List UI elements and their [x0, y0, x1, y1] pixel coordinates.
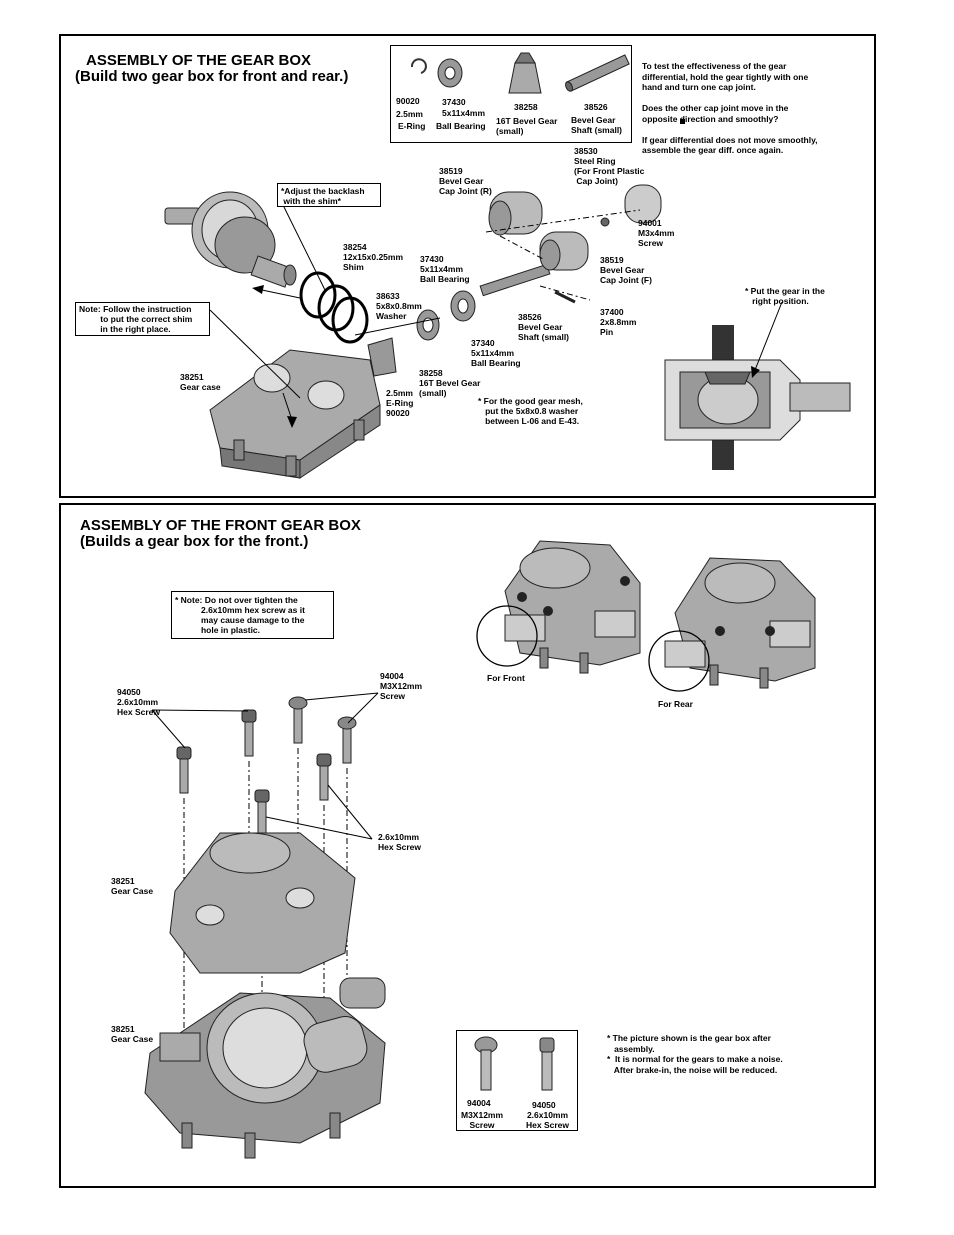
for-front-view: [476, 540, 641, 674]
shim-label: 38254 12x15x0.25mm Shim: [343, 242, 404, 272]
part-code-94050: 94050: [532, 1100, 556, 1110]
part-name-38526: Bevel Gear Shaft (small): [571, 115, 623, 135]
part-name-94050: 2.6x10mm Hex Screw: [526, 1110, 569, 1130]
overtighten-note: * Note: Do not over tighten the 2.6x10mm…: [171, 591, 334, 639]
front-gearbox-diagram: [144, 540, 816, 1159]
front-gearbox-title: ASSEMBLY OF THE FRONT GEAR BOX: [80, 517, 361, 534]
cap-joint-f: [539, 231, 589, 271]
part-name-94004: M3X12mm Screw: [461, 1110, 504, 1130]
cap-joint-r: [488, 191, 543, 236]
backlash-note: *Adjust the backlash with the shim*: [277, 183, 381, 207]
part-code-38526: 38526: [584, 102, 608, 112]
gearbox-parts-box: [390, 45, 632, 143]
part-code-37430: 37430: [442, 97, 466, 107]
front-parts-illustrations: [474, 1036, 555, 1091]
part-code-94004: 94004: [467, 1098, 491, 1108]
pin-label: 37400 2x8.8mm Pin: [600, 307, 637, 337]
for-rear-label: For Rear: [658, 699, 693, 709]
put-gear-note: * Put the gear in the right position.: [745, 286, 825, 306]
gear-mesh-note: * For the good gear mesh, put the 5x8x0.…: [478, 396, 583, 426]
part-name-37430: Ball Bearing: [436, 121, 486, 131]
differential-assembly: [164, 191, 297, 288]
bevel-gear-label: 38258 16T Bevel Gear (small): [419, 368, 481, 398]
assembled-inset-view: [664, 301, 851, 470]
gear-case-label: 38251 Gear case: [180, 372, 221, 392]
steel-ring-label: 38530 Steel Ring (For Front Plastic Cap …: [574, 146, 645, 186]
gear-case-bottom-label: 38251 Gear Case: [111, 1024, 154, 1044]
cap-joint-r-label: 38519 Bevel Gear Cap Joint (R): [439, 166, 492, 196]
gear-case-38251: [209, 349, 381, 479]
gearbox-exploded-diagram: [164, 184, 851, 479]
gear-case-top: [169, 832, 356, 974]
for-rear-view: [648, 557, 816, 692]
front-gearbox-subtitle: (Builds a gear box for the front.): [80, 533, 309, 550]
gear-diff-test-note: To test the effectiveness of the gear di…: [642, 61, 818, 155]
gear-case-top-label: 38251 Gear Case: [111, 876, 154, 896]
bullet-mark: [680, 119, 685, 124]
gearbox-panel: [59, 34, 876, 498]
bearing-37340-label: 37340 5x11x4mm Ball Bearing: [471, 338, 521, 368]
after-assembly-note: * The picture shown is the gear box afte…: [607, 1033, 783, 1075]
part-name-90020: E-Ring: [398, 121, 426, 131]
screw-94001-label: 94001 M3x4mm Screw: [638, 218, 675, 248]
front-gearbox-panel: [59, 503, 876, 1188]
part-size-37430: 5x11x4mm: [442, 108, 486, 118]
hex-screw-label-2: 2.6x10mm Hex Screw: [378, 832, 421, 852]
screw-94004-label: 94004 M3X12mm Screw: [380, 671, 423, 701]
hex-screw-94050-label: 94050 2.6x10mm Hex Screw: [117, 687, 160, 717]
gearbox-subtitle: (Build two gear box for front and rear.): [75, 68, 349, 85]
parts-box-illustrations: [410, 52, 630, 94]
bearing-37430-label: 37430 5x11x4mm Ball Bearing: [420, 254, 470, 284]
part-name-38258: 16T Bevel Gear (small): [496, 116, 558, 136]
shaft-small-label: 38526 Bevel Gear Shaft (small): [518, 312, 570, 342]
gearbox-title: ASSEMBLY OF THE GEAR BOX: [86, 52, 312, 69]
gear-case-bottom: [144, 977, 386, 1159]
part-size-90020: 2.5mm: [396, 109, 423, 119]
screws: [176, 696, 357, 837]
part-code-90020: 90020: [396, 96, 420, 106]
for-front-label: For Front: [487, 673, 525, 683]
part-code-38258: 38258: [514, 102, 538, 112]
ering-label: 2.5mm E-Ring 90020: [386, 388, 414, 418]
washer-label: 38633 5x8x0.8mm Washer: [376, 291, 422, 321]
shim-instruction-note: Note: Follow the instruction to put the …: [75, 302, 210, 336]
cap-joint-f-label: 38519 Bevel Gear Cap Joint (F): [600, 255, 652, 285]
